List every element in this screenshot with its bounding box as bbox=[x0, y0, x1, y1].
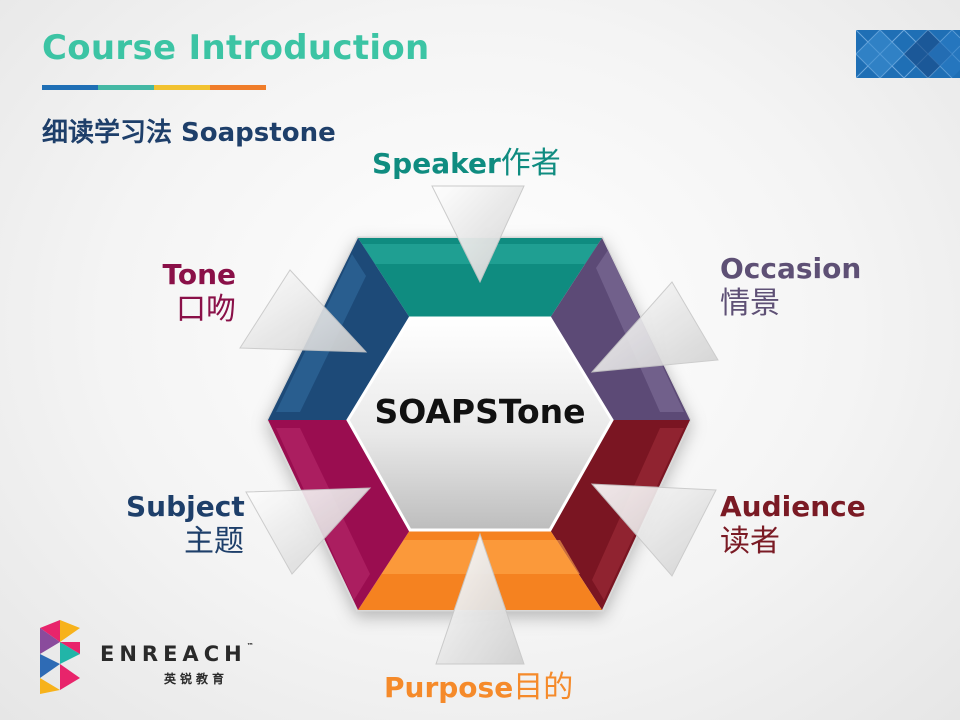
label-speaker-zh: 作者 bbox=[500, 146, 561, 181]
underline-segment-1 bbox=[42, 85, 98, 90]
underline-segment-4 bbox=[210, 85, 266, 90]
underline-segment-2 bbox=[98, 85, 154, 90]
arrow-occasion bbox=[590, 281, 719, 373]
logo-name: ENREACH™ bbox=[100, 642, 254, 666]
center-hexagon bbox=[346, 316, 614, 532]
logo-name-zh: 英锐教育 bbox=[164, 672, 229, 686]
label-subject: Subject 主题 bbox=[126, 490, 245, 560]
label-subject-en: Subject bbox=[126, 490, 245, 523]
label-tone-zh: 口吻 bbox=[176, 291, 236, 327]
label-tone-en: Tone bbox=[162, 258, 236, 291]
label-purpose-zh: 目的 bbox=[513, 670, 574, 705]
label-occasion-en: Occasion bbox=[720, 252, 862, 285]
arrow-audience bbox=[590, 483, 717, 577]
label-purpose: Purpose目的 bbox=[384, 670, 573, 706]
arrow-tone bbox=[239, 269, 368, 353]
label-audience: Audience 读者 bbox=[720, 490, 866, 560]
label-occasion: Occasion 情景 bbox=[720, 252, 861, 322]
label-tone: Tone 口吻 bbox=[150, 258, 236, 328]
label-purpose-en: Purpose bbox=[384, 671, 514, 704]
label-subject-zh: 主题 bbox=[184, 523, 244, 559]
center-label: SOAPSTone bbox=[374, 392, 586, 431]
underline-segment-3 bbox=[154, 85, 210, 90]
arrow-speaker bbox=[431, 185, 525, 284]
title-underline bbox=[42, 85, 266, 90]
page-title: Course Introduction bbox=[42, 28, 430, 68]
enreach-logo-icon bbox=[40, 620, 80, 694]
arrow-purpose bbox=[435, 532, 525, 665]
label-occasion-zh: 情景 bbox=[720, 285, 780, 321]
label-audience-zh: 读者 bbox=[720, 523, 780, 559]
logo-trademark: ™ bbox=[246, 642, 254, 650]
corner-pattern-icon bbox=[856, 30, 960, 78]
label-speaker-en: Speaker bbox=[372, 147, 501, 180]
arrow-subject bbox=[245, 487, 372, 575]
page-subtitle: 细读学习法 Soapstone bbox=[42, 118, 336, 148]
logo-name-text: ENREACH bbox=[100, 642, 247, 666]
label-audience-en: Audience bbox=[720, 490, 866, 523]
label-speaker: Speaker作者 bbox=[372, 146, 561, 182]
